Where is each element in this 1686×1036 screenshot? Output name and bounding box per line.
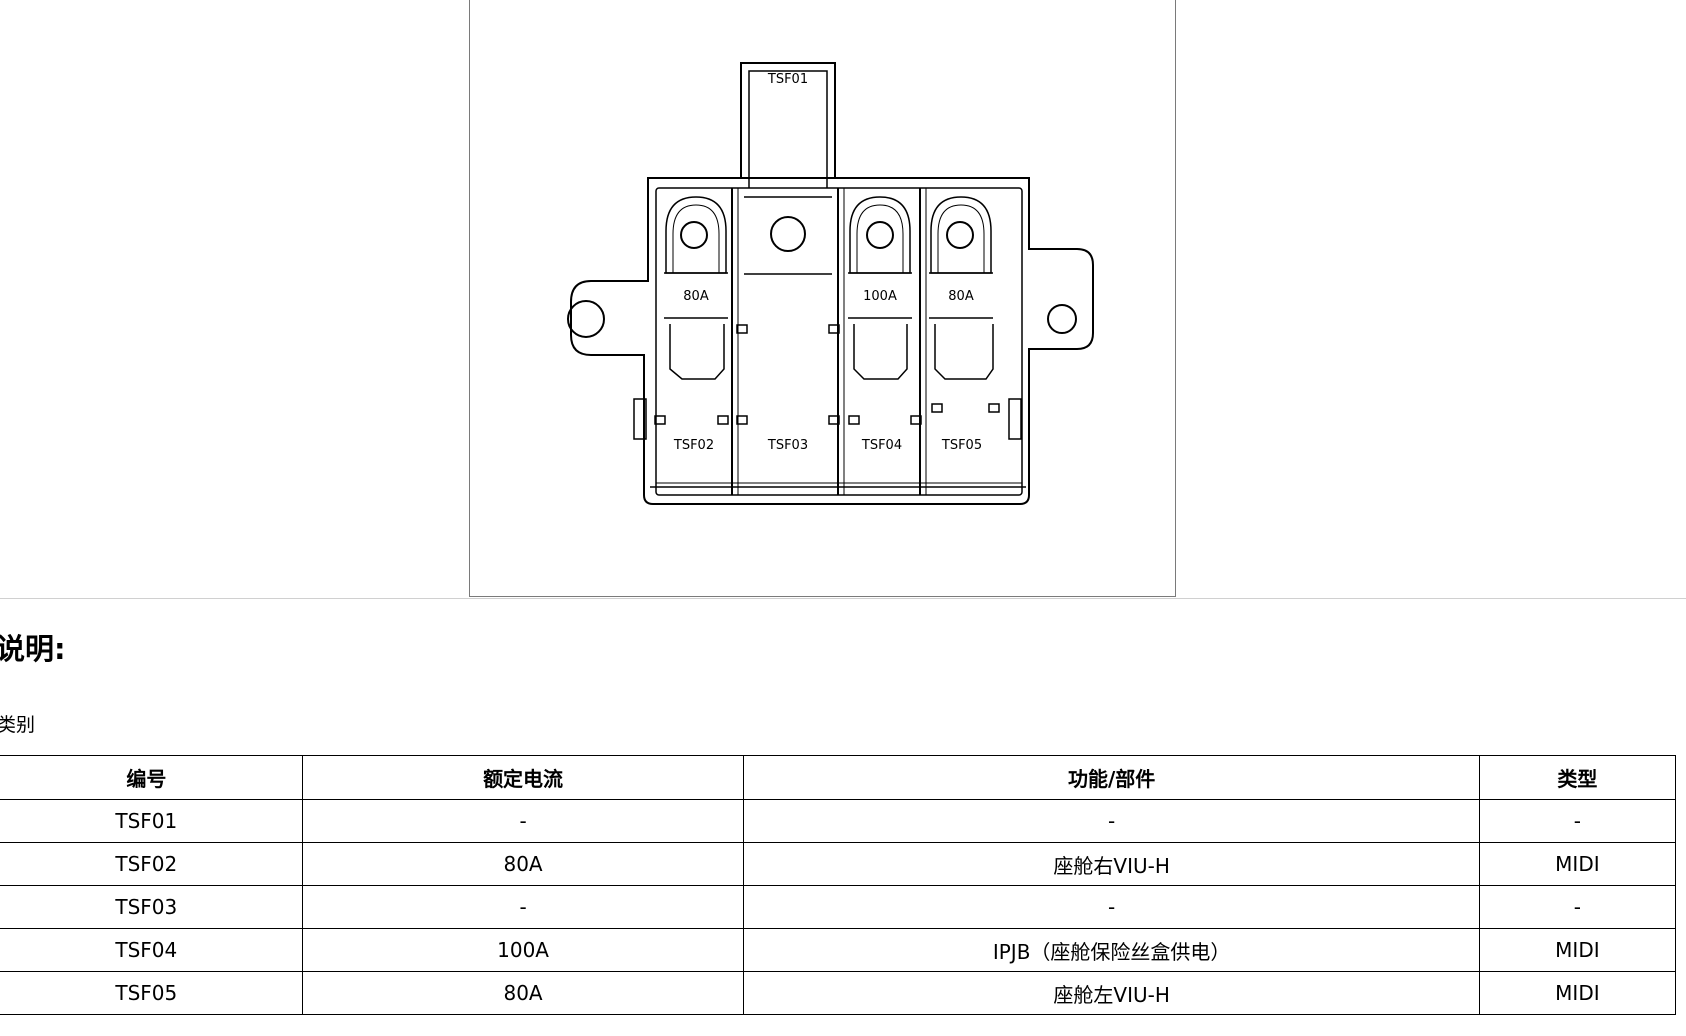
fuse-tsf04 bbox=[849, 196, 911, 274]
cell-id: TSF03 bbox=[0, 885, 303, 929]
cell-rated-current: - bbox=[301, 885, 745, 929]
cell-type: MIDI bbox=[1478, 971, 1677, 1015]
fuse-box-drawing: TSF01 80A 100A 80A TSF02 TSF03 TSF04 TSF… bbox=[567, 62, 1094, 505]
table-row: TSF05 80A 座舱左VIU-H MIDI bbox=[0, 971, 1677, 1015]
header-rated-current: 额定电流 bbox=[301, 755, 745, 800]
cell-type: - bbox=[1478, 885, 1677, 929]
rating-tsf05: 80A bbox=[948, 289, 974, 304]
section-heading: 说明: bbox=[0, 632, 66, 666]
cell-id: TSF02 bbox=[0, 842, 303, 886]
rating-tsf02: 80A bbox=[683, 289, 709, 304]
label-tsf02: TSF02 bbox=[673, 438, 714, 453]
cell-function: 座舱右VIU-H bbox=[743, 842, 1480, 886]
cell-rated-current: 100A bbox=[301, 928, 745, 972]
rating-tsf04: 100A bbox=[863, 289, 897, 304]
section-divider bbox=[0, 598, 1686, 599]
cell-function: IPJB（座舱保险丝盒供电） bbox=[743, 928, 1480, 972]
cell-type: - bbox=[1478, 799, 1677, 843]
label-tsf01: TSF01 bbox=[767, 72, 808, 87]
figure-frame: TSF01 80A 100A 80A TSF02 TSF03 TSF04 TSF… bbox=[469, 0, 1176, 597]
table-row: TSF03 - - - bbox=[0, 885, 1677, 929]
table-row: TSF04 100A IPJB（座舱保险丝盒供电） MIDI bbox=[0, 928, 1677, 972]
cell-type: MIDI bbox=[1478, 842, 1677, 886]
table-row: TSF02 80A 座舱右VIU-H MIDI bbox=[0, 842, 1677, 886]
housing-outline bbox=[570, 177, 1094, 505]
side-latch-left bbox=[633, 398, 647, 440]
side-latch-right bbox=[1008, 398, 1022, 440]
cell-id: TSF05 bbox=[0, 971, 303, 1015]
table-header-row: 编号 额定电流 功能/部件 类型 bbox=[0, 755, 1677, 800]
fuse-table: 编号 额定电流 功能/部件 类型 TSF01 - - - TSF02 80A 座… bbox=[0, 755, 1677, 1015]
label-tsf04: TSF04 bbox=[861, 438, 902, 453]
label-tsf05: TSF05 bbox=[941, 438, 982, 453]
header-function: 功能/部件 bbox=[743, 755, 1480, 800]
fuse-tsf02 bbox=[665, 196, 727, 274]
cell-rated-current: - bbox=[301, 799, 745, 843]
cell-function: - bbox=[743, 885, 1480, 929]
header-type: 类型 bbox=[1478, 755, 1677, 800]
fuse-tsf05 bbox=[930, 196, 992, 274]
cell-rated-current: 80A bbox=[301, 842, 745, 886]
header-id: 编号 bbox=[0, 755, 303, 800]
cell-function: - bbox=[743, 799, 1480, 843]
top-tab bbox=[740, 62, 836, 178]
category-subheading: 类别 bbox=[0, 714, 36, 736]
table-row: TSF01 - - - bbox=[0, 799, 1677, 843]
cell-id: TSF01 bbox=[0, 799, 303, 843]
mounting-hole-right bbox=[1047, 304, 1077, 334]
cell-rated-current: 80A bbox=[301, 971, 745, 1015]
cell-type: MIDI bbox=[1478, 928, 1677, 972]
center-bolt bbox=[770, 216, 806, 252]
cell-function: 座舱左VIU-H bbox=[743, 971, 1480, 1015]
mounting-hole-left bbox=[567, 300, 605, 338]
label-tsf03: TSF03 bbox=[767, 438, 808, 453]
cell-id: TSF04 bbox=[0, 928, 303, 972]
